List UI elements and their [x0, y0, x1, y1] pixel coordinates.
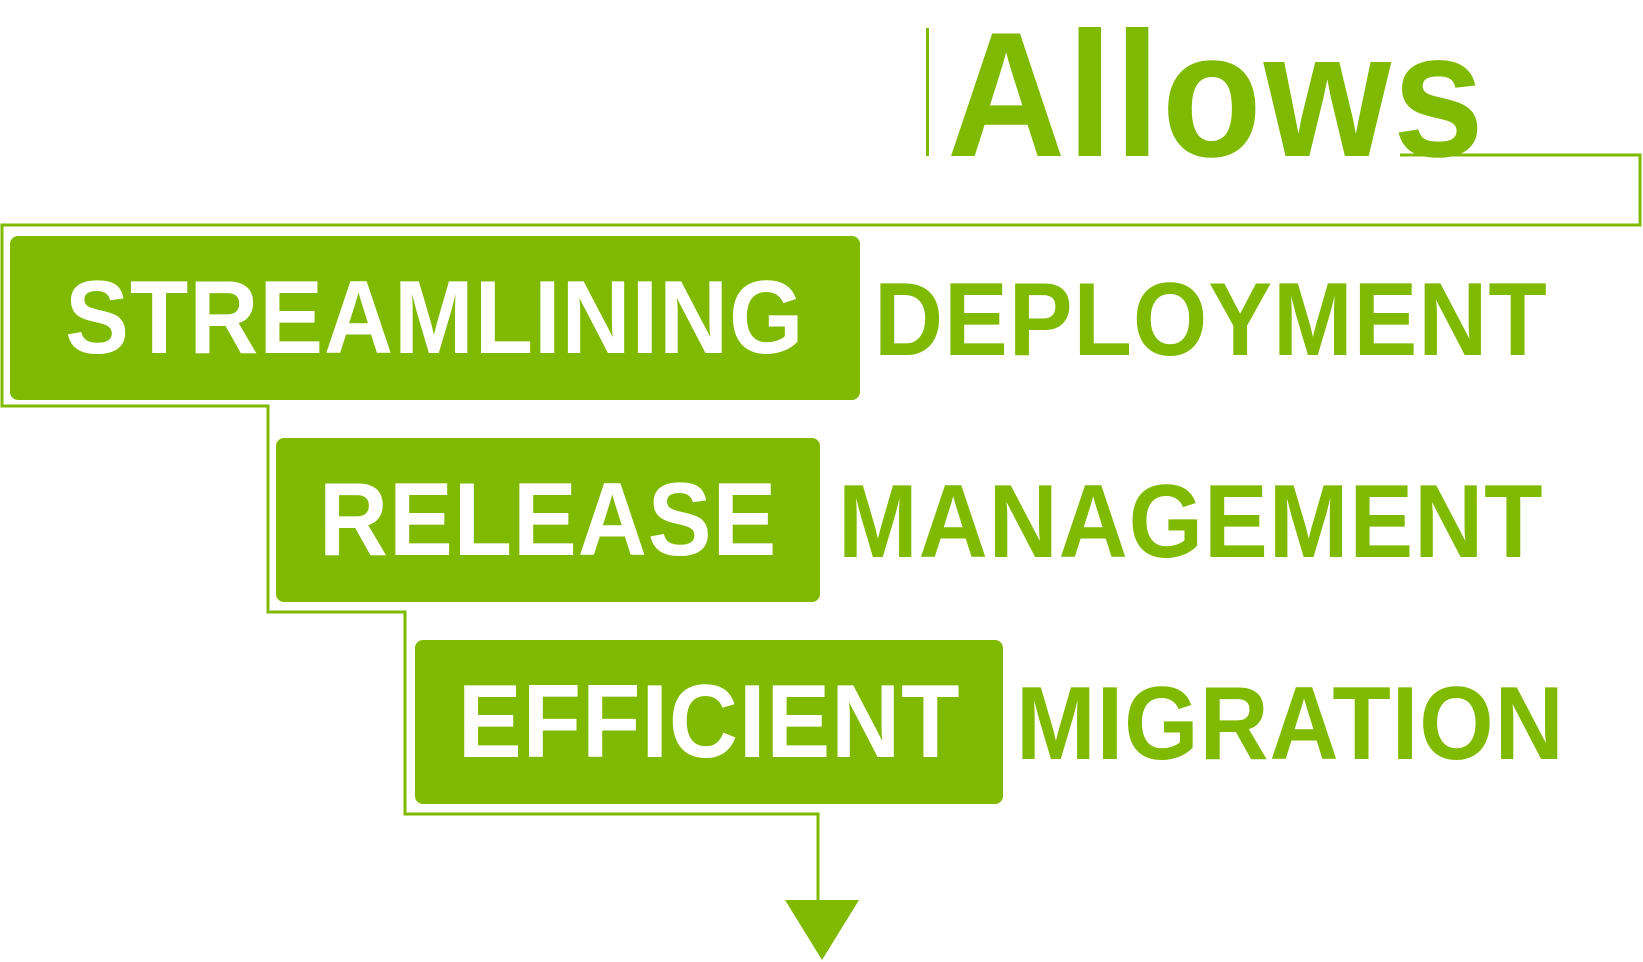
step-3-highlight: EFFICIENT — [457, 664, 961, 780]
step-3-box: EFFICIENT — [415, 640, 1003, 804]
diagram-title: Allows — [947, 0, 1486, 194]
step-1-word: DEPLOYMENT — [874, 262, 1548, 378]
arrow-down-icon — [785, 900, 859, 960]
connector-title-to-step1 — [0, 153, 1642, 900]
step-2-word: MANAGEMENT — [838, 464, 1544, 580]
step-1-highlight: STREAMLINING — [65, 260, 805, 376]
step-3-word: MIGRATION — [1016, 666, 1565, 782]
step-2-highlight: RELEASE — [318, 462, 778, 578]
step-2-box: RELEASE — [276, 438, 820, 602]
title-rule — [926, 28, 929, 156]
step-1-box: STREAMLINING — [10, 236, 860, 400]
